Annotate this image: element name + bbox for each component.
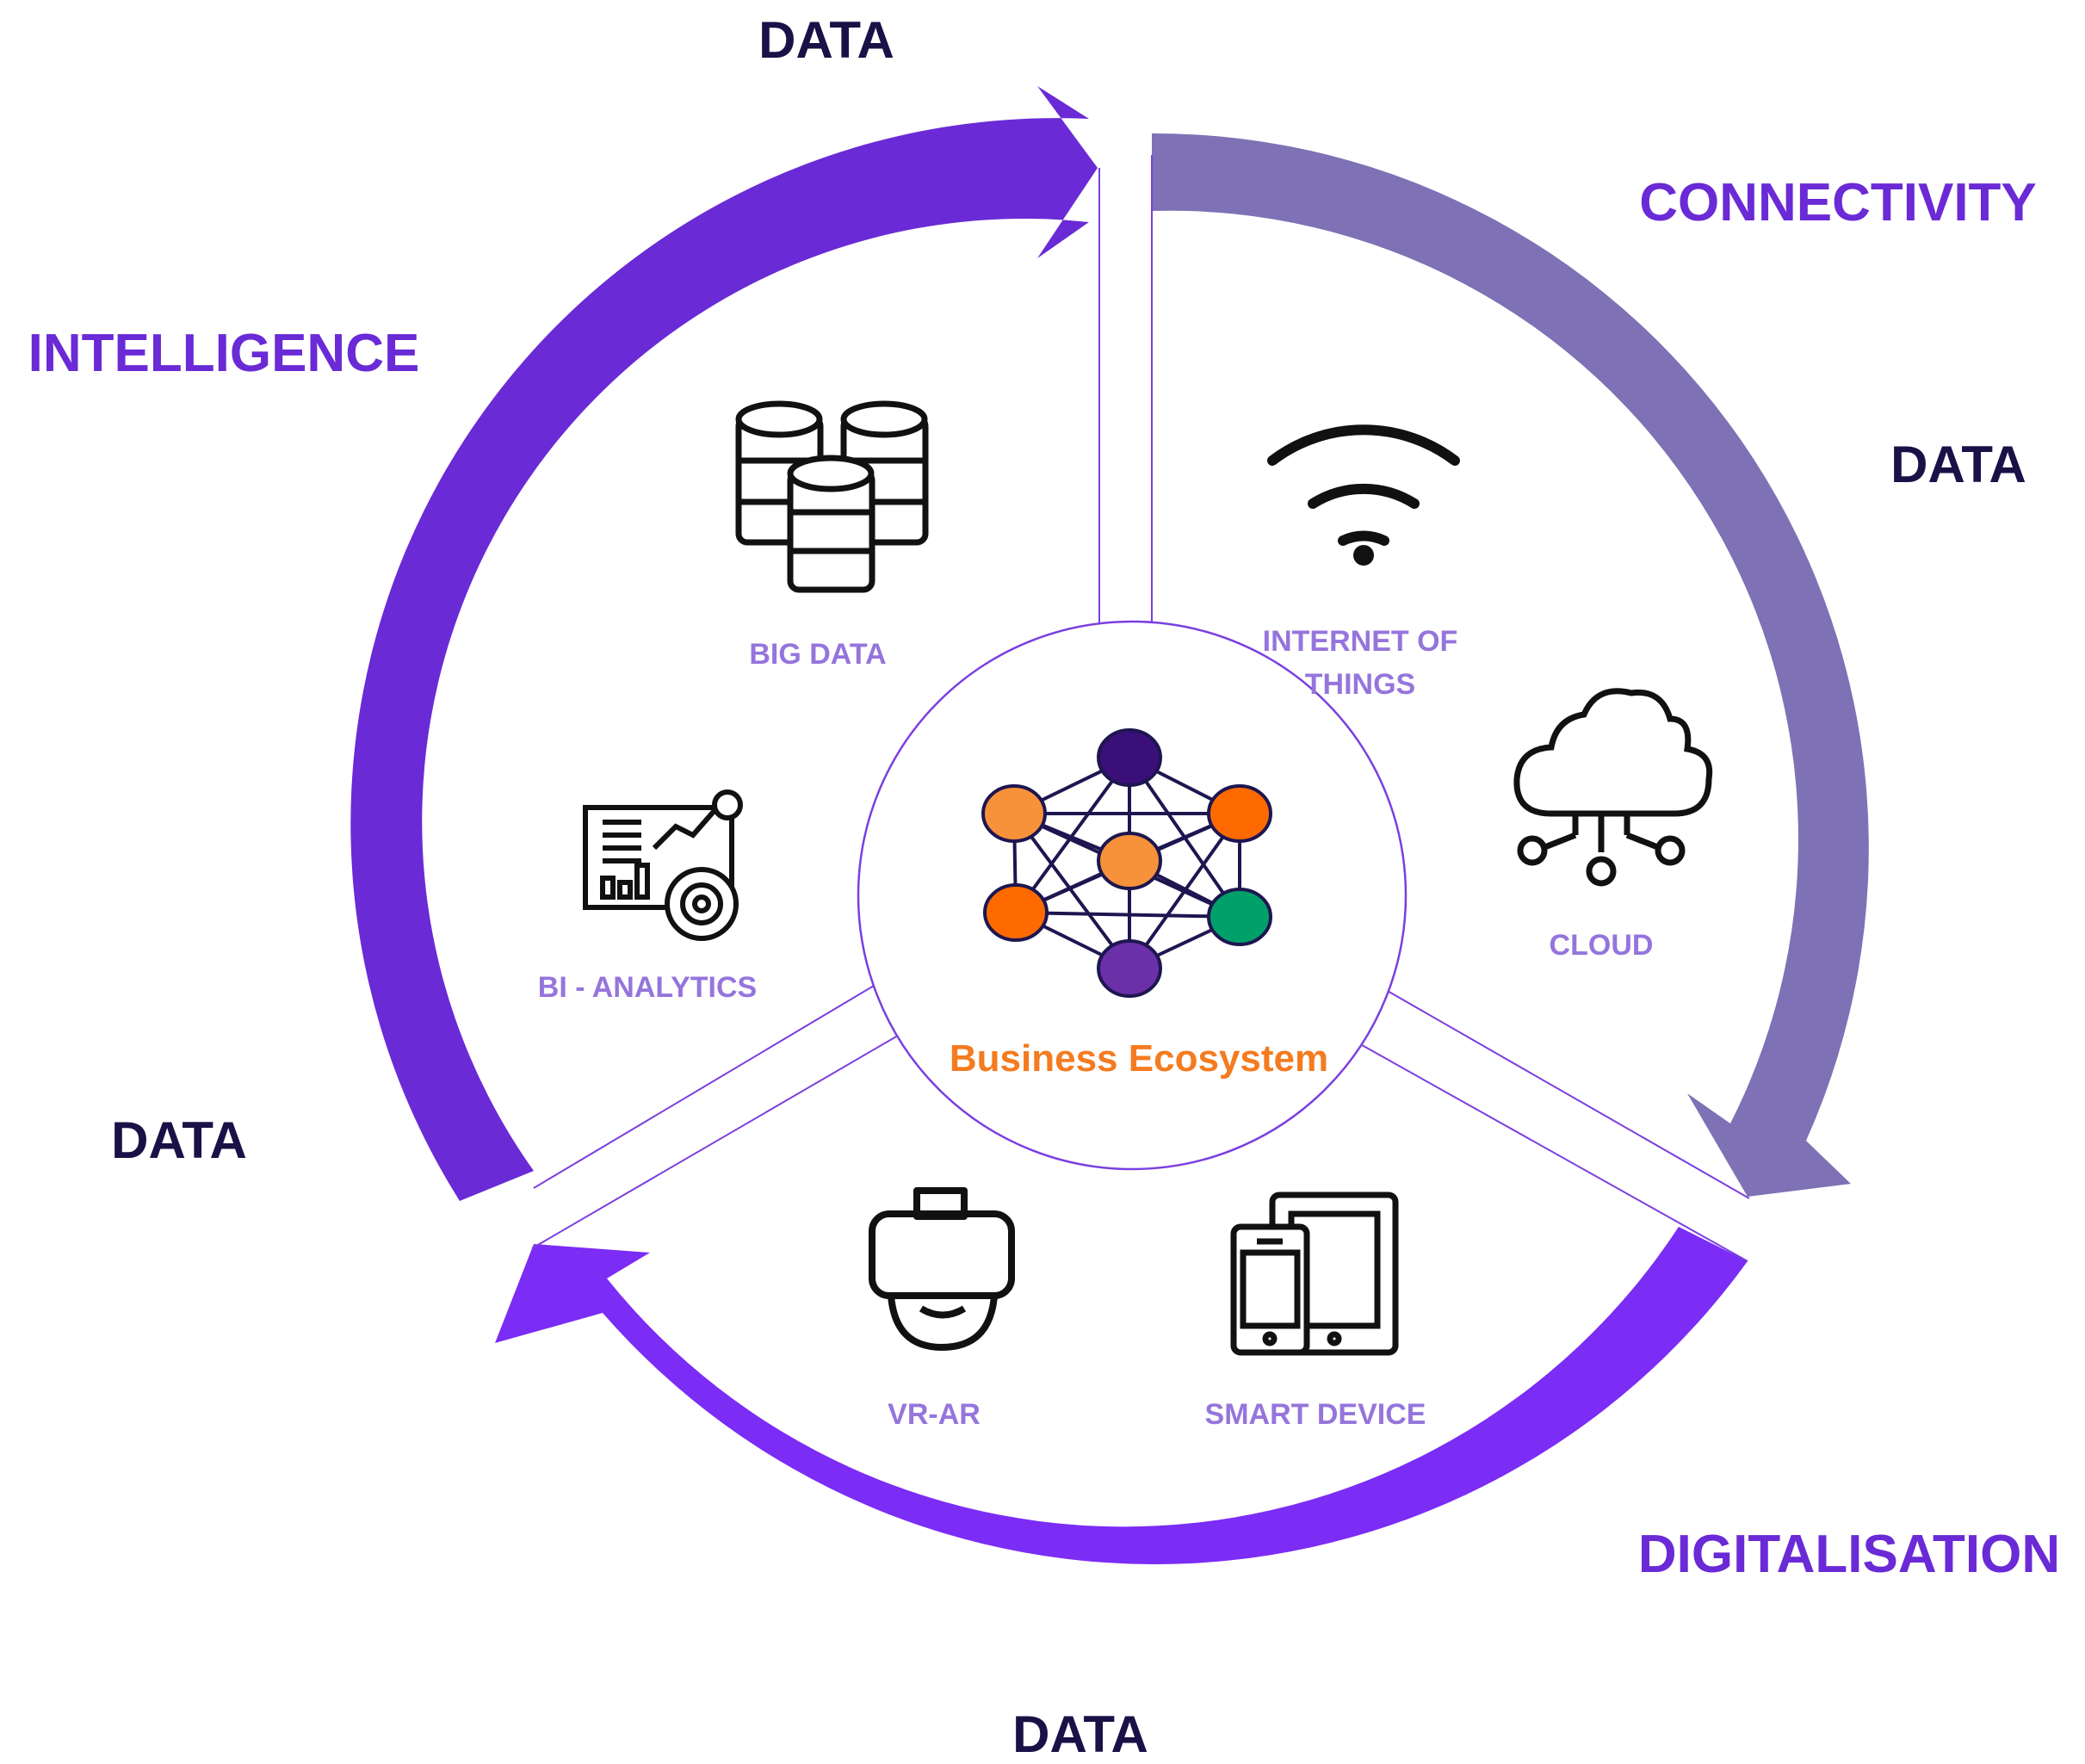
phone-tablet-icon (1230, 1191, 1399, 1356)
database-icon (735, 400, 929, 593)
item-label-vr-ar: VR-AR (888, 1398, 981, 1431)
vr-headset-icon (869, 1187, 1015, 1351)
segment-dividers (531, 155, 1750, 1262)
cloud-network-icon (1513, 688, 1713, 887)
item-label-iot-line1: INTERNET OF (1262, 625, 1458, 658)
item-label-iot: INTERNET OF THINGS (1263, 620, 1458, 706)
network-node (981, 784, 1047, 843)
center-title: Business Ecosystem (949, 1037, 1329, 1080)
item-label-iot-line2: THINGS (1304, 668, 1416, 701)
connectivity-arrow (1152, 133, 1869, 1198)
network-node (1097, 832, 1162, 890)
network-nodes-icon (981, 728, 1272, 998)
center-circle (857, 620, 1408, 1171)
data-label-bottom: DATA (1012, 1705, 1148, 1763)
analytics-dashboard-icon (583, 789, 743, 941)
item-label-smart-device: SMART DEVICE (1204, 1398, 1426, 1431)
digitalisation-arrow (495, 1227, 1748, 1564)
stage-label-digitalisation: DIGITALISATION (1637, 1525, 2061, 1584)
data-label-top: DATA (758, 11, 894, 69)
network-node (1097, 939, 1162, 998)
network-node (1097, 728, 1162, 787)
data-label-right: DATA (1890, 436, 2026, 493)
wifi-icon (1267, 424, 1460, 566)
item-label-bi-analytics: BI - ANALYTICS (537, 971, 758, 1004)
stage-label-connectivity: CONNECTIVITY (1639, 173, 2037, 232)
network-node (1207, 888, 1272, 946)
network-node (1207, 784, 1272, 843)
intelligence-arrow (350, 86, 1098, 1201)
stage-label-intelligence: INTELLIGENCE (28, 324, 420, 383)
data-label-left: DATA (111, 1111, 247, 1169)
item-label-big-data: BIG DATA (749, 638, 887, 671)
network-node (983, 883, 1049, 942)
item-label-cloud: CLOUD (1549, 929, 1654, 962)
